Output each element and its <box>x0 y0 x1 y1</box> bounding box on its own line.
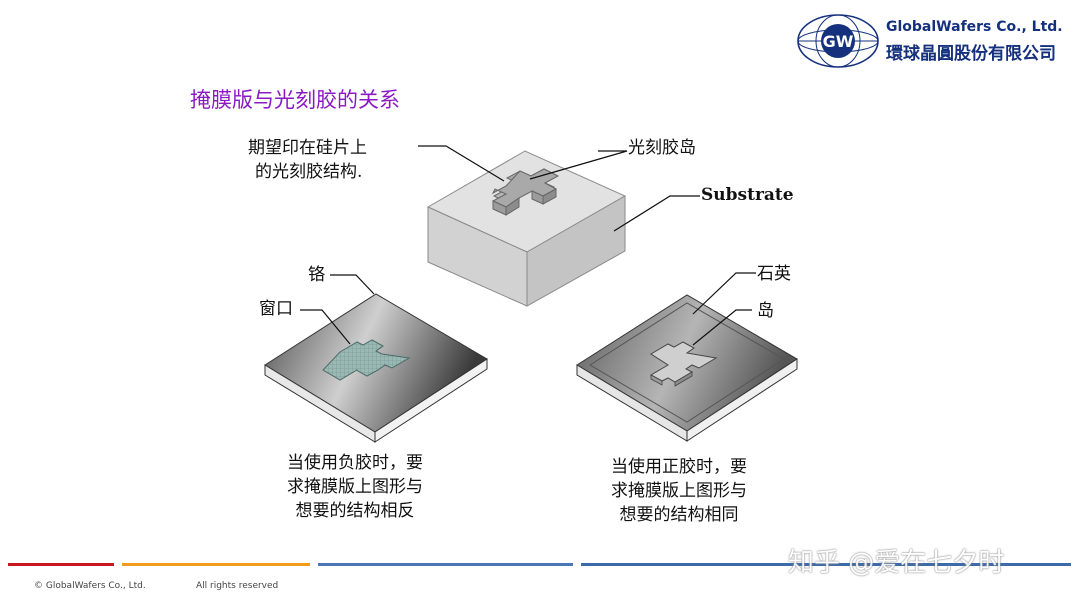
caption-line: 求掩膜版上图形与 <box>611 481 747 501</box>
resist-island-label: 光刻胶岛 <box>628 138 696 158</box>
watermark: 知乎 @爱在七夕时 <box>788 548 1005 578</box>
negative-resist-caption: 当使用负胶时，要 求掩膜版上图形与 想要的结构相反 <box>260 451 450 523</box>
callout-lines <box>300 145 756 346</box>
substrate-label: Substrate <box>701 185 794 205</box>
company-name-cn: 環球晶圓股份有限公司 <box>886 44 1056 64</box>
caption-line: 想要的结构相反 <box>295 501 415 521</box>
target-label-line2: 的光刻胶结构. <box>255 162 363 182</box>
company-name-en: GlobalWafers Co., Ltd. <box>886 19 1063 35</box>
caption-line: 想要的结构相同 <box>619 505 739 525</box>
logo-initials: GW <box>823 32 854 51</box>
caption-line: 当使用正胶时，要 <box>611 457 747 477</box>
globe-logo-icon: GW <box>797 14 879 68</box>
chrome-label: 铬 <box>308 265 325 285</box>
positive-mask-plate <box>576 294 798 442</box>
window-cross <box>322 339 411 381</box>
footer-rights: All rights reserved <box>196 581 279 591</box>
target-label-line1: 期望印在硅片上 <box>248 138 367 158</box>
footer-copyright: © GlobalWafers Co., Ltd. <box>34 581 146 591</box>
positive-resist-caption: 当使用正胶时，要 求掩膜版上图形与 想要的结构相同 <box>584 455 774 527</box>
company-logo: GW GlobalWafers Co., Ltd. 環球晶圓股份有限公司 <box>796 12 1076 70</box>
negative-mask-plate <box>264 293 488 443</box>
substrate-block <box>426 150 627 307</box>
footer-bars <box>8 563 1071 566</box>
caption-line: 求掩膜版上图形与 <box>287 477 423 497</box>
quartz-label: 石英 <box>757 264 791 284</box>
slide-title: 掩膜版与光刻胶的关系 <box>190 88 400 112</box>
island-label: 岛 <box>757 301 774 321</box>
caption-line: 当使用负胶时，要 <box>287 453 423 473</box>
window-label: 窗口 <box>259 299 293 319</box>
